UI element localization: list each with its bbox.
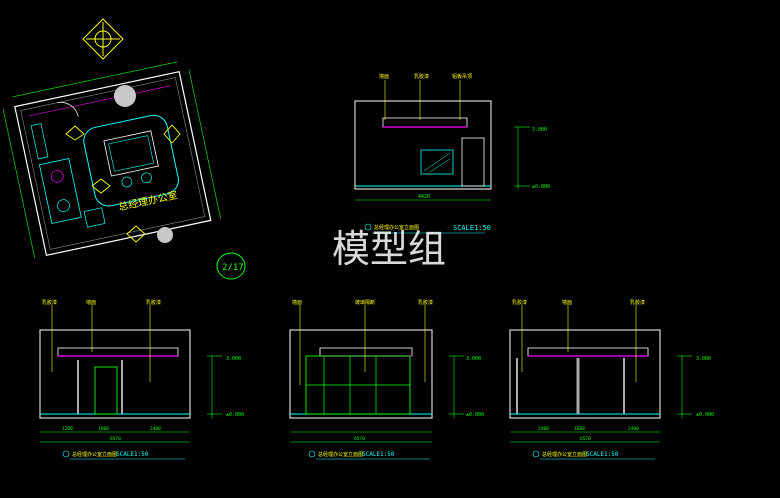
callout-label: 乳胶漆 [42,299,57,306]
callout-label: 墙面 [86,299,96,306]
dim-segment: 1600 [574,426,585,432]
dim-floor: ±0.000 [226,412,244,418]
dim-floor: ±0.000 [466,412,484,418]
callout-label: 玻璃隔断 [355,299,375,306]
section-marker-icon [163,124,181,144]
detail-tag: 2/17 [222,263,244,273]
callout-label: 乳胶漆 [512,299,527,306]
dim-ceiling: 3.000 [226,356,241,362]
elevation-mid: 墙面 玻璃隔断 乳胶漆 3.000 ±0.000 6570 总经理办公室立面图 … [289,299,484,460]
callout-label: 乳胶漆 [630,299,645,306]
dim-ceiling: 3.000 [466,356,481,362]
dim-floor: ±0.000 [532,184,550,190]
dim-segment: 2400 [628,426,639,432]
callout-label: 墙面 [292,299,302,306]
dim-segment: 2400 [538,426,549,432]
callout-label: 乳胶漆 [414,73,429,80]
elevation-title: 总经理办公室立面图 [542,451,587,458]
callout-label: 乳胶漆 [418,299,433,306]
callout-label: 乳胶漆 [146,299,161,306]
scale-label: SCALE1:50 [453,224,491,232]
detail-tag-icon [216,252,246,280]
dim-ceiling: 3.000 [696,356,711,362]
dim-segment: 2400 [150,426,161,432]
callout-label: 墙面 [379,73,389,80]
elevation-title: 总经理办公室立面图 [318,451,363,458]
elevation-title: 总经理办公室立面图 [374,224,419,231]
section-marker-icon [126,225,146,243]
elevation-right: 乳胶漆 墙面 乳胶漆 3.000 ±0.000 2400 1600 2400 6… [509,299,714,460]
dim-segment: 1200 [62,426,73,432]
watermark: 模型组 [332,227,446,271]
dim-floor: ±0.000 [696,412,714,418]
dim-total: 6570 [110,436,121,442]
elevation-title: 总经理办公室立面图 [72,451,117,458]
dim-ceiling: 3.000 [532,127,547,133]
elevation-top: 墙面 乳胶漆 铝板吊顶 3.000 ±0.000 4420 总经理办公室立面图 … [354,73,550,234]
dim-total: 6570 [580,436,591,442]
section-marker-icon [65,125,85,141]
dim-segment: 1600 [98,426,109,432]
north-arrow-icon [82,18,124,60]
section-marker-icon [91,178,111,194]
scale-label: SCALE1:50 [362,451,395,458]
room-label: 总经理办公室 [117,188,178,213]
dim-width: 4420 [418,194,430,200]
column-icon [157,227,173,243]
dim-total: 6570 [354,436,365,442]
callout-label: 铝板吊顶 [452,73,472,80]
floor-plan: 总经理办公室 2/17 [2,61,246,280]
scale-label: SCALE1:50 [116,451,149,458]
elevation-left: 乳胶漆 墙面 乳胶漆 3.000 ±0.000 1200 1600 2400 6… [39,299,244,460]
scale-label: SCALE1:50 [586,451,619,458]
column-icon [114,85,136,107]
callout-label: 墙面 [562,299,572,306]
